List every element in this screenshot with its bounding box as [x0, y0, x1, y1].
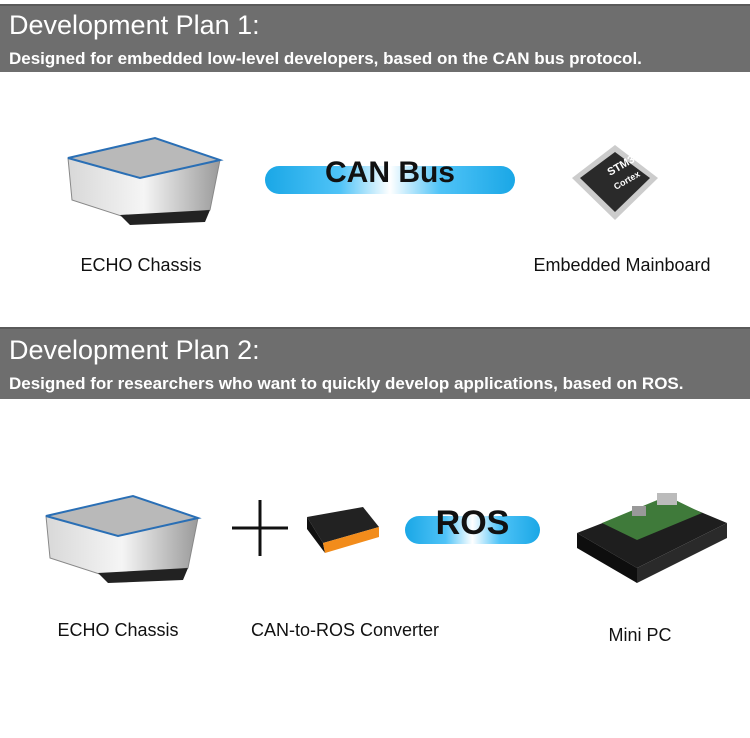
- ros-label: ROS: [435, 504, 510, 542]
- ros-ribbon: ROS: [405, 504, 540, 550]
- embedded-mainboard-label: Embedded Mainboard: [533, 255, 711, 275]
- plan2-subtitle: Designed for researchers who want to qui…: [9, 374, 684, 393]
- converter-label: CAN-to-ROS Converter: [250, 620, 440, 640]
- mini-pc-label: Mini PC: [608, 625, 672, 645]
- can-bus-label: CAN Bus: [324, 156, 455, 189]
- can-bus-ribbon: CAN Bus: [265, 156, 515, 200]
- echo-chassis-image-2: [38, 488, 203, 583]
- mini-pc-image: [572, 478, 730, 586]
- plus-icon: [232, 500, 288, 556]
- plan1-chassis-label: ECHO Chassis: [80, 255, 202, 275]
- plan1-title: Development Plan 1:: [9, 10, 260, 40]
- plan2-chassis-label: ECHO Chassis: [57, 620, 179, 640]
- plan2-title: Development Plan 2:: [9, 335, 260, 365]
- plan2-banner: Development Plan 2: Designed for researc…: [0, 327, 750, 399]
- echo-chassis-image: [60, 130, 225, 225]
- can-to-ros-converter-image: [303, 503, 381, 555]
- plan1-banner: Development Plan 1: Designed for embedde…: [0, 4, 750, 72]
- stm32-chip-image: STM32 Cortex: [570, 140, 660, 225]
- plan1-subtitle: Designed for embedded low-level develope…: [9, 49, 642, 68]
